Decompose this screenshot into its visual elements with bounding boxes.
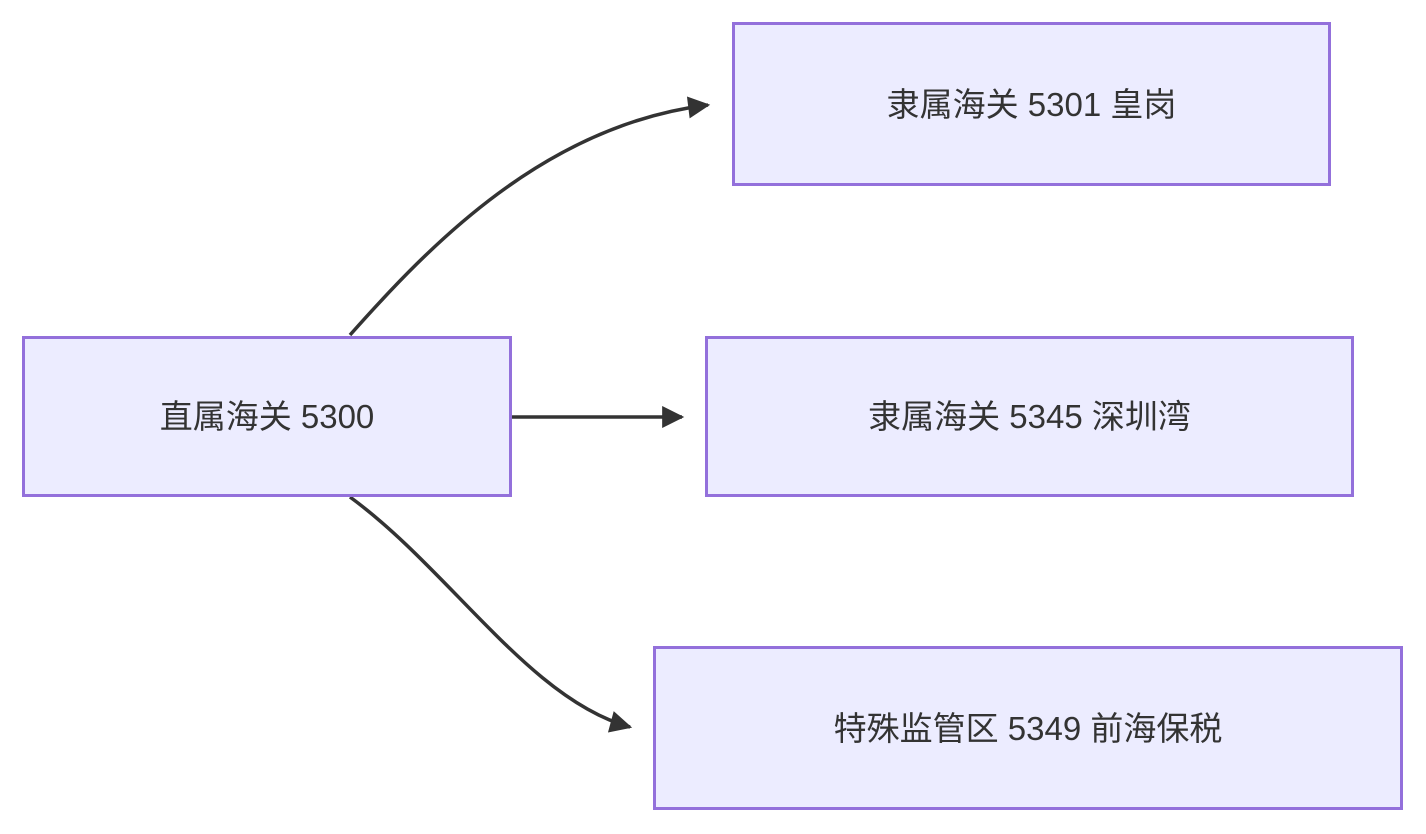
edge-root-to-5349 [348, 495, 633, 733]
node-label: 直属海关 5300 [159, 398, 375, 435]
node-label: 隶属海关 5345 深圳湾 [868, 398, 1191, 435]
node-subordinate-customs-5301: 隶属海关 5301 皇岗 [732, 22, 1331, 186]
edge-root-to-5301 [348, 96, 711, 337]
node-direct-customs-5300: 直属海关 5300 [22, 336, 512, 497]
node-label: 特殊监管区 5349 前海保税 [833, 709, 1223, 747]
node-subordinate-customs-5345: 隶属海关 5345 深圳湾 [705, 336, 1354, 497]
node-label: 隶属海关 5301 皇岗 [886, 85, 1177, 123]
node-special-supervision-zone-5349: 特殊监管区 5349 前海保税 [653, 646, 1403, 810]
